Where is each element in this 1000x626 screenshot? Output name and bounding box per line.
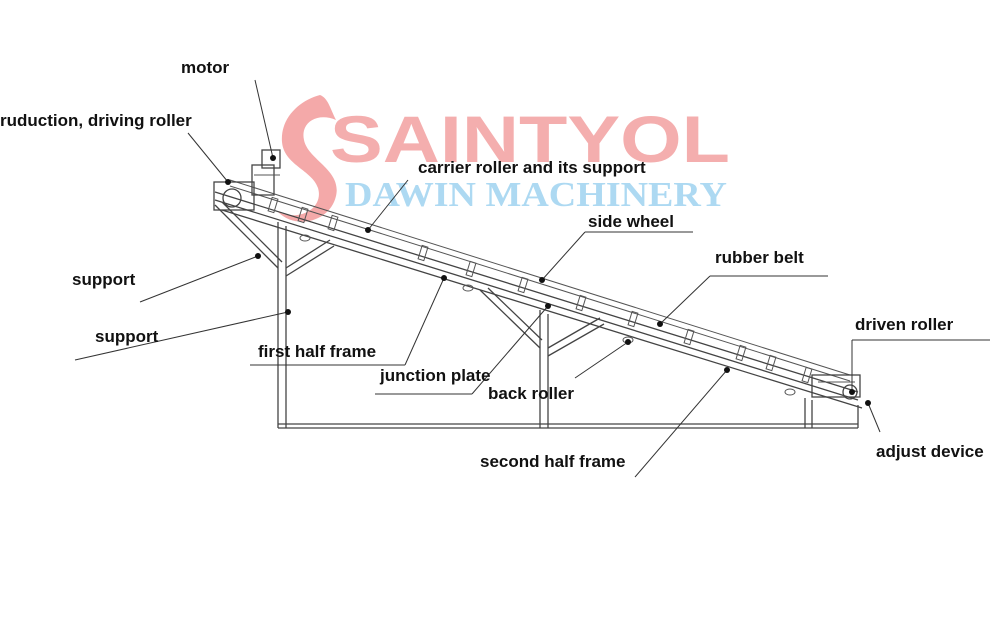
drive-head bbox=[213, 149, 281, 211]
label-second-half-frame: second half frame bbox=[480, 452, 626, 471]
label-support-upper: support bbox=[72, 270, 136, 289]
label-first-half-frame: first half frame bbox=[258, 342, 376, 361]
label-rubber-belt: rubber belt bbox=[715, 248, 804, 267]
support-bracing bbox=[214, 201, 605, 357]
watermark-logo: SAINTYOL DAWIN MACHINERY bbox=[278, 95, 730, 222]
dragon-logo-icon bbox=[278, 95, 337, 222]
callout-dots bbox=[225, 155, 871, 406]
label-support-lower: support bbox=[95, 327, 159, 346]
leader-lines bbox=[74, 79, 990, 478]
labels: motor ruduction, driving roller carrier … bbox=[0, 58, 984, 471]
label-motor: motor bbox=[181, 58, 230, 77]
tail-end bbox=[811, 374, 861, 400]
label-adjust-device: adjust device bbox=[876, 442, 984, 461]
label-back-roller: back roller bbox=[488, 384, 574, 403]
carrier-rollers bbox=[267, 196, 813, 384]
label-driven-roller: driven roller bbox=[855, 315, 954, 334]
conveyor-frame bbox=[214, 179, 863, 409]
label-junction-plate: junction plate bbox=[379, 366, 491, 385]
label-side-wheel: side wheel bbox=[588, 212, 674, 231]
label-reduction-driving-roller: ruduction, driving roller bbox=[0, 111, 192, 130]
watermark-subtitle: DAWIN MACHINERY bbox=[345, 175, 727, 214]
watermark-brand: SAINTYOL bbox=[330, 102, 730, 176]
base-frame bbox=[277, 222, 859, 429]
label-carrier-roller: carrier roller and its support bbox=[418, 158, 646, 177]
